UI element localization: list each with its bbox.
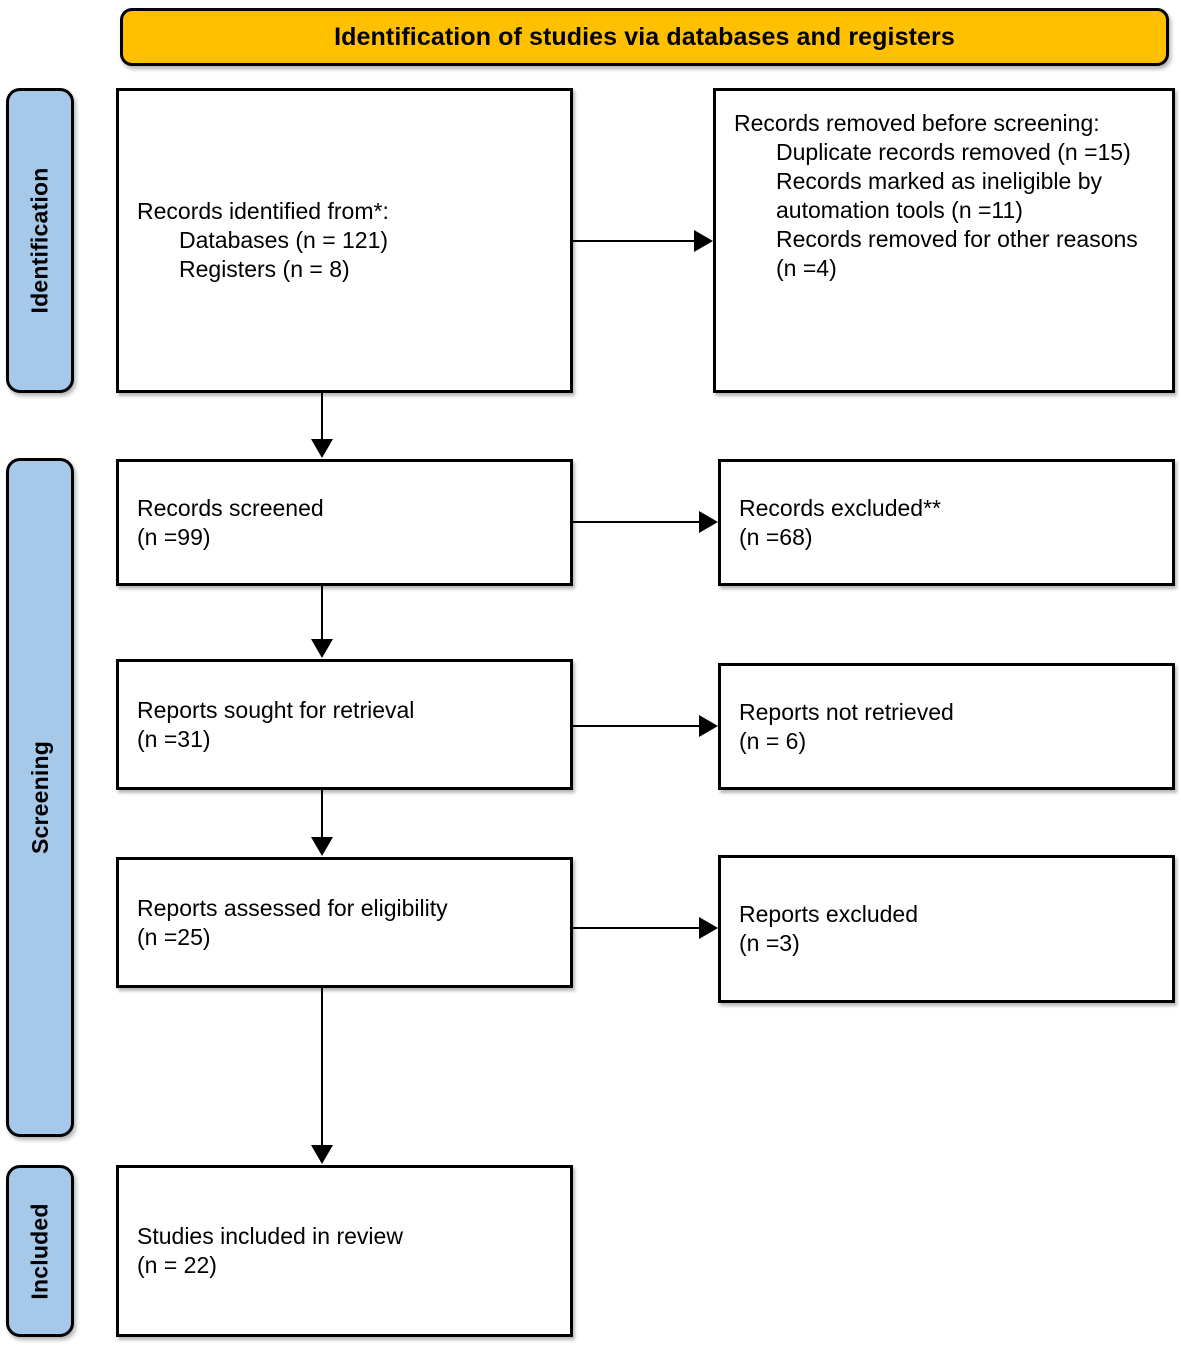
connector-screened-to-excluded-arrow-icon [699, 511, 718, 533]
connector-screened-to-sought-arrow-icon [311, 639, 333, 658]
phase-label-identification: Identification [6, 88, 74, 393]
connector-sought-to-assessed-line [321, 790, 323, 838]
connector-assessed-to-reports-excluded-arrow-icon [699, 917, 718, 939]
reports-sought-line-2: (n =31) [137, 725, 211, 752]
box-records-excluded: Records excluded** (n =68) [718, 459, 1175, 586]
box-reports-excluded: Reports excluded (n =3) [718, 855, 1175, 1003]
records-identified-line-1: Records identified from*: [137, 198, 389, 225]
records-removed-line-3: Records marked as ineligible by automati… [776, 167, 1102, 223]
box-reports-assessed: Reports assessed for eligibility (n =25) [116, 857, 573, 988]
records-excluded-line-1: Records excluded** [739, 494, 942, 521]
box-records-screened: Records screened (n =99) [116, 459, 573, 586]
connector-identified-to-removed-line [573, 240, 695, 242]
reports-sought-line-1: Reports sought for retrieval [137, 696, 415, 723]
connector-sought-to-not-retrieved-line [573, 725, 700, 727]
connector-identified-to-screened-line [321, 393, 323, 440]
box-records-removed: Records removed before screening: Duplic… [713, 88, 1175, 393]
phase-label-screening: Screening [6, 458, 74, 1137]
phase-label-included: Included [6, 1165, 74, 1337]
connector-screened-to-sought-line [321, 586, 323, 640]
reports-not-retrieved-line-1: Reports not retrieved [739, 698, 954, 725]
phase-label-included-text: Included [26, 1202, 53, 1300]
reports-not-retrieved-line-2: (n = 6) [739, 727, 807, 754]
connector-assessed-to-included-line [321, 988, 323, 1146]
records-removed-line-2: Duplicate records removed (n =15) [776, 138, 1131, 165]
connector-assessed-to-reports-excluded-line [573, 927, 700, 929]
box-records-identified: Records identified from*: Databases (n =… [116, 88, 573, 393]
connector-identified-to-removed-arrow-icon [694, 230, 713, 252]
box-reports-sought: Reports sought for retrieval (n =31) [116, 659, 573, 790]
connector-sought-to-not-retrieved-arrow-icon [699, 715, 718, 737]
records-screened-line-1: Records screened [137, 494, 324, 521]
studies-included-line-1: Studies included in review [137, 1223, 403, 1250]
records-removed-line-1: Records removed before screening: [734, 110, 1100, 136]
records-identified-line-3: Registers (n = 8) [179, 255, 350, 282]
records-identified-line-2: Databases (n = 121) [179, 227, 389, 254]
records-excluded-line-2: (n =68) [739, 523, 813, 550]
connector-sought-to-assessed-arrow-icon [311, 837, 333, 856]
page-title: Identification of studies via databases … [334, 22, 955, 51]
reports-excluded-line-1: Reports excluded [739, 901, 918, 928]
records-removed-line-4: Records removed for other reasons (n =4) [776, 225, 1138, 281]
connector-screened-to-excluded-line [573, 521, 700, 523]
phase-label-identification-text: Identification [26, 167, 53, 314]
reports-assessed-line-1: Reports assessed for eligibility [137, 894, 448, 921]
records-screened-line-2: (n =99) [137, 523, 211, 550]
box-reports-not-retrieved: Reports not retrieved (n = 6) [718, 663, 1175, 790]
connector-assessed-to-included-arrow-icon [311, 1145, 333, 1164]
phase-label-screening-text: Screening [26, 740, 53, 855]
box-studies-included: Studies included in review (n = 22) [116, 1165, 573, 1337]
studies-included-line-2: (n = 22) [137, 1252, 217, 1278]
header-banner: Identification of studies via databases … [120, 8, 1169, 66]
reports-excluded-line-2: (n =3) [739, 930, 800, 956]
connector-identified-to-screened-arrow-icon [311, 439, 333, 458]
reports-assessed-line-2: (n =25) [137, 923, 211, 950]
